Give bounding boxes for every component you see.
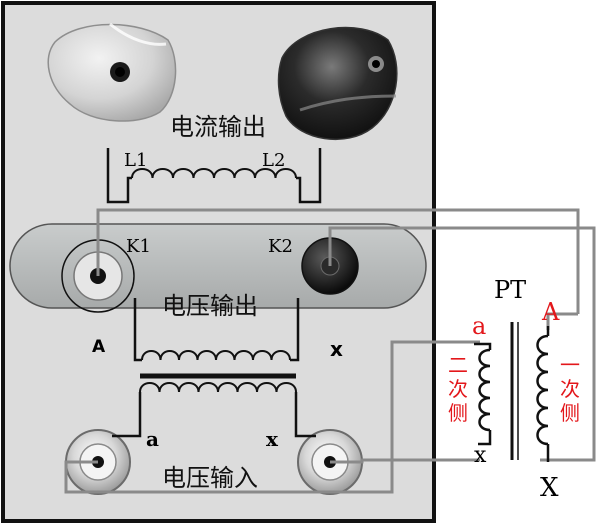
secondary-side-char-3: 侧 [448,401,468,425]
current-output-label: 电流输出 [170,113,266,141]
terminal-l2-label: L2 [262,150,285,171]
light-terminal-knob-icon[interactable] [47,22,177,122]
terminal-l1-label: L1 [124,150,147,171]
primary-side-char-2: 次 [560,377,580,401]
pt-lead-x [478,430,492,446]
external-wiring [64,208,596,494]
secondary-side-char-1: 二 [448,353,468,377]
dark-terminal-knob-icon[interactable] [277,26,398,141]
terminal-k2-label: K2 [268,236,293,257]
terminal-A-label: A [92,337,106,357]
pt-lead-a [474,342,492,350]
pt-primary-bottom-label: X [540,473,559,503]
pt-secondary-top-label: a [472,312,486,340]
secondary-side-char-2: 次 [448,377,468,401]
secondary-side-label: 二 次 侧 [448,353,468,425]
primary-side-label: 一 次 侧 [560,353,580,425]
coil-group [131,168,297,393]
coil-winding [141,350,291,361]
pt-coil-group [478,334,549,446]
terminal-x-upper-label: x [330,337,343,361]
pt-secondary-bottom-label: x [474,443,487,468]
primary-side-char-1: 一 [560,353,580,377]
internal-wiring [106,148,322,438]
pt-title: PT [494,276,526,304]
coil-winding [139,382,297,393]
pt-coil-winding [478,348,491,432]
terminal-x-lower-label: x [266,427,279,451]
voltage-input-label: 电压输入 [162,464,258,492]
pt-primary-top-label: A [541,298,560,326]
coil-winding [131,168,297,179]
terminal-k1-label: K1 [126,236,151,257]
terminal-a-label: a [146,427,159,451]
primary-side-char-3: 侧 [560,401,580,425]
voltage-output-label: 电压输出 [162,292,258,320]
pt-coil-winding [536,334,549,446]
